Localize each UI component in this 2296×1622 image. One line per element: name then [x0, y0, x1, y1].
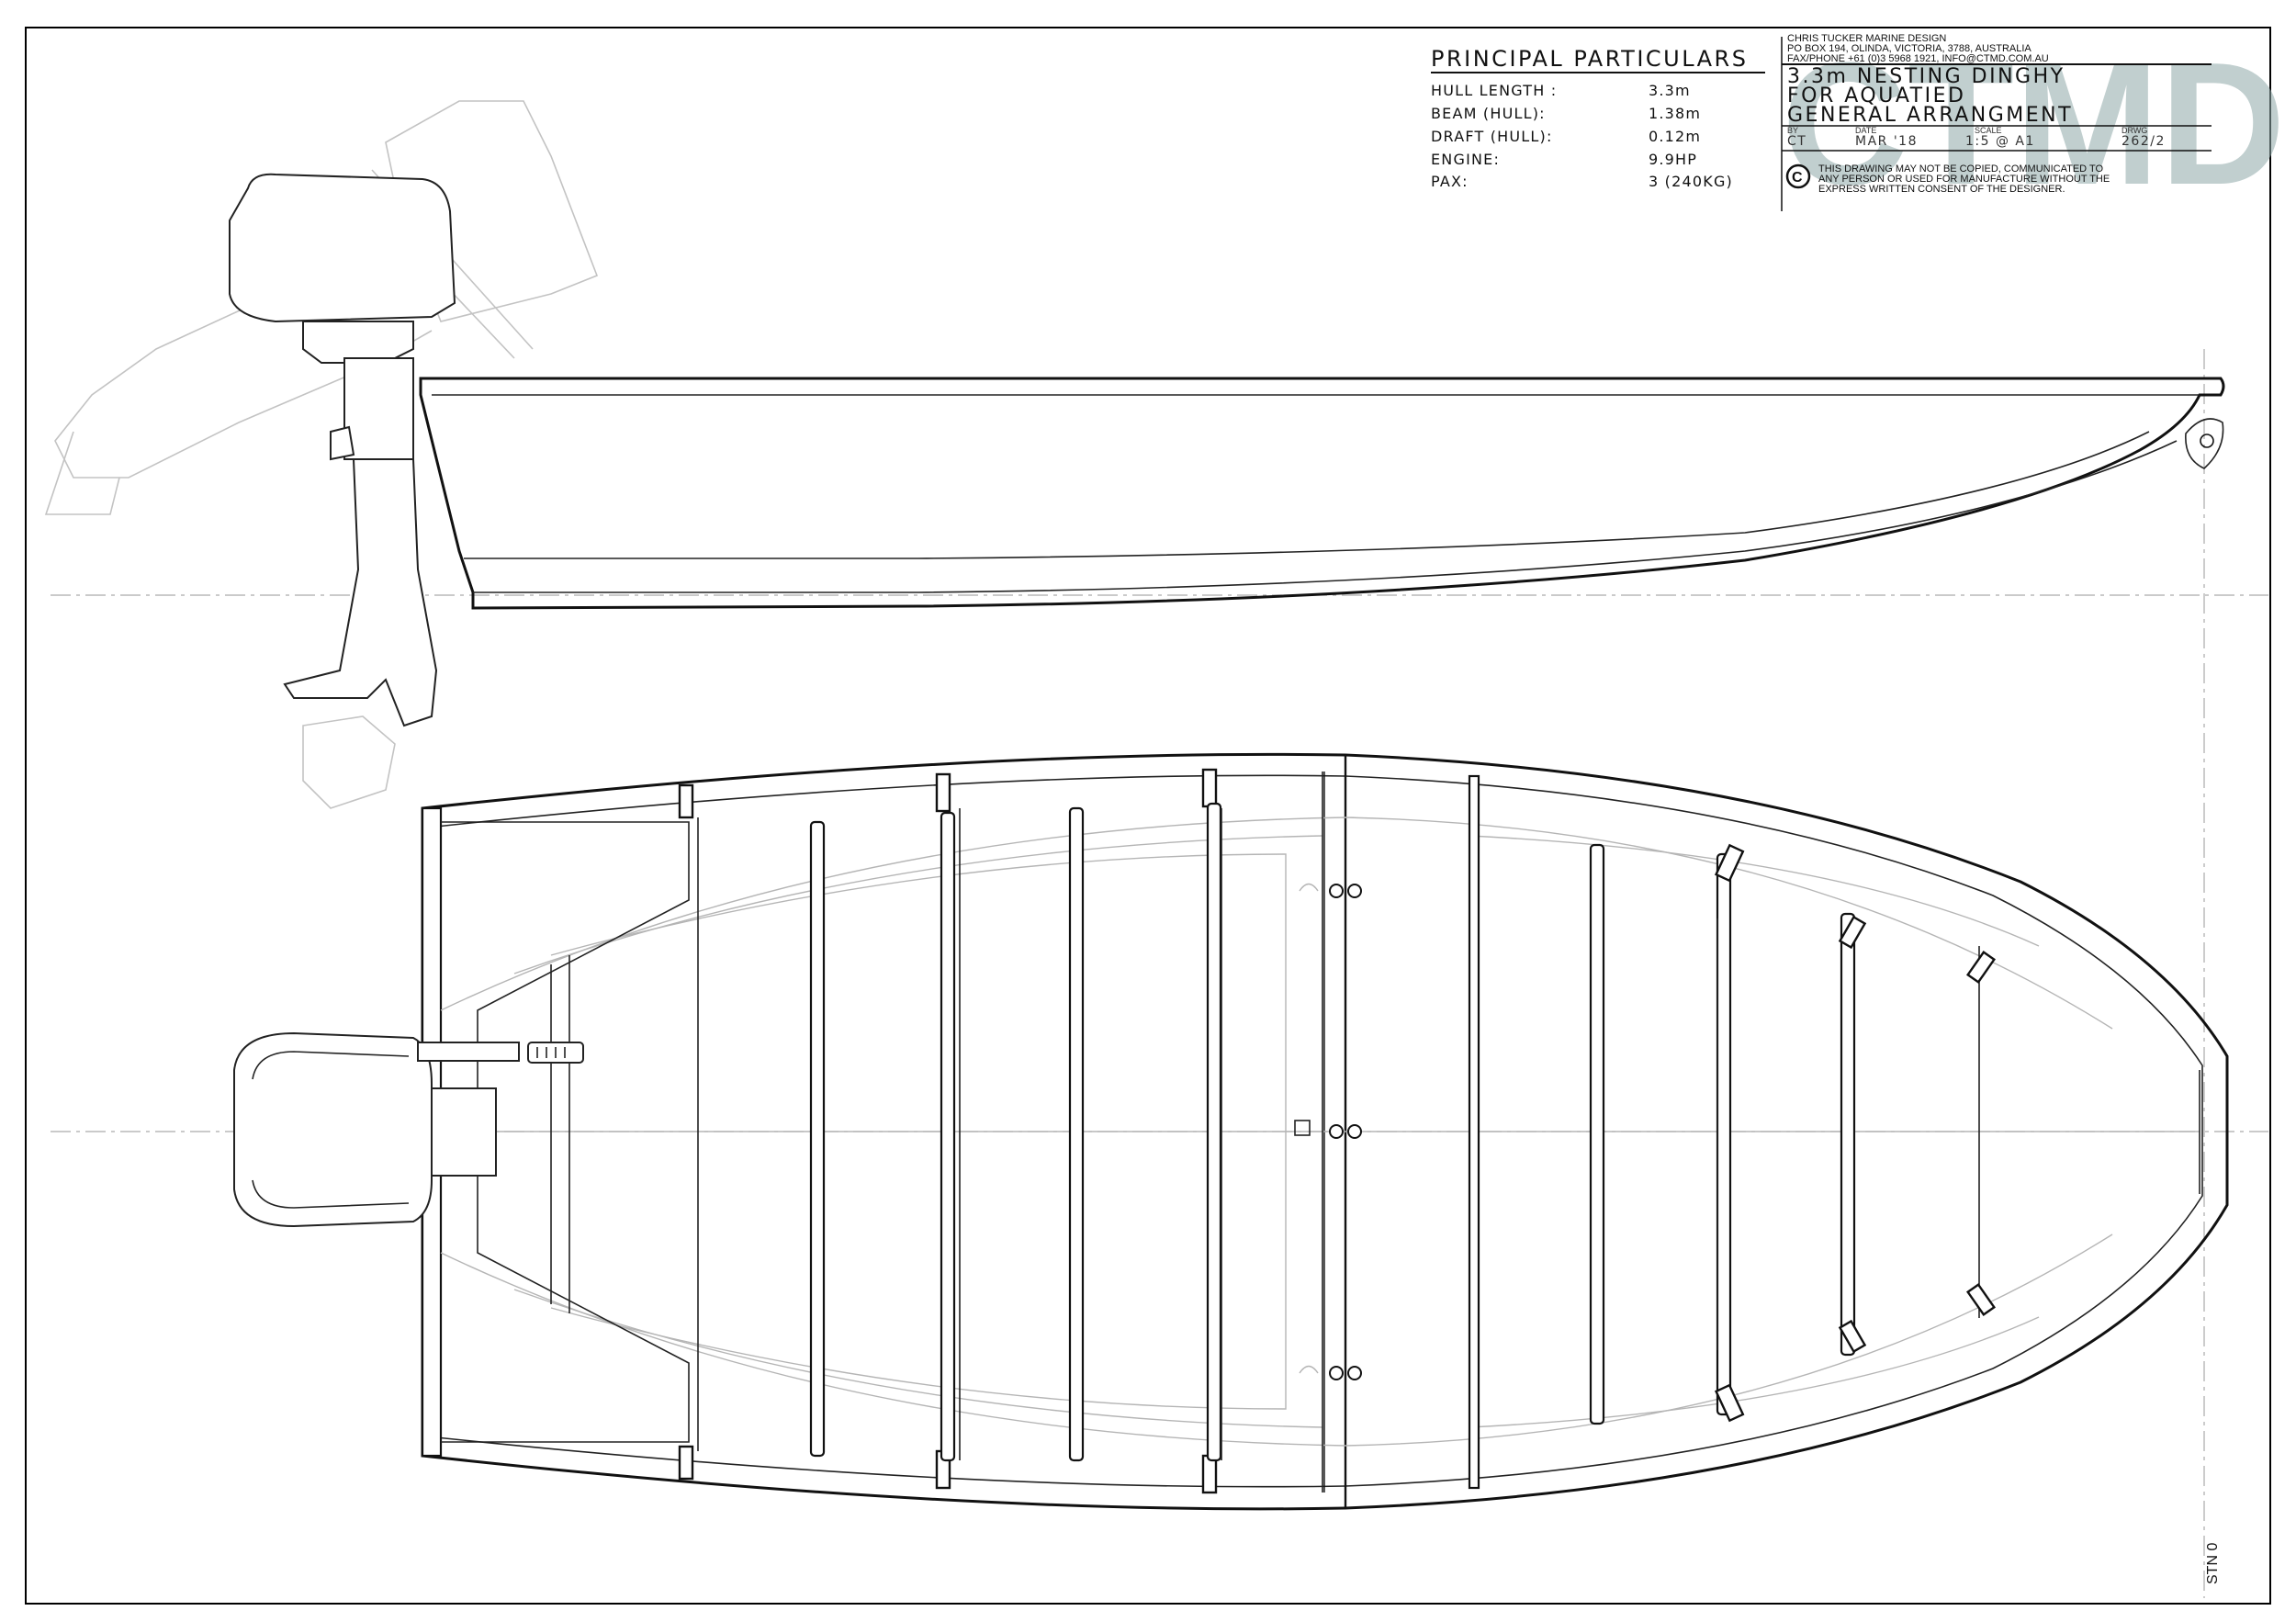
engine-cowling: [229, 173, 456, 323]
principal-particulars-title: PRINCIPAL PARTICULARS: [1431, 46, 1748, 72]
field-label: SCALE: [1975, 126, 2002, 135]
particular-value: 3.3m: [1649, 82, 1691, 99]
engine-midsection: [343, 357, 414, 460]
copyright-line: THIS DRAWING MAY NOT BE COPIED, COMMUNIC…: [1818, 163, 2104, 175]
floor-batten: [940, 811, 956, 1462]
particular-value: 9.9HP: [1649, 151, 1697, 168]
hull-side-outline: [419, 377, 2225, 610]
ctmd-watermark-logo: CTMD: [1782, 27, 2286, 221]
floor-batten: [1589, 843, 1605, 1425]
field-label: DATE: [1855, 126, 1876, 135]
drawing-title-line3: GENERAL ARRANGMENT: [1787, 104, 2073, 127]
tiller-base: [417, 1042, 520, 1062]
floor-batten: [1716, 852, 1732, 1416]
floor-batten: [809, 820, 826, 1458]
drawing-title-line1: 3.3m NESTING DINGHY: [1787, 65, 2065, 88]
drawing-title-line2: FOR AQUATIED: [1787, 84, 1965, 107]
outboard-engine-plan-icon: [233, 1031, 584, 1228]
field-value: MAR '18: [1855, 134, 1918, 149]
floor-batten: [1068, 806, 1085, 1462]
station-label: STN 0: [2205, 1543, 2221, 1584]
copyright-line: EXPRESS WRITTEN CONSENT OF THE DESIGNER.: [1818, 184, 2065, 195]
company-address: PO BOX 194, OLINDA, VICTORIA, 3788, AUST…: [1787, 43, 2032, 54]
company-contact: FAX/PHONE +61 (0)3 5968 1921, INFO@CTMD.…: [1787, 53, 2049, 64]
principal-particulars: PRINCIPAL PARTICULARS HULL LENGTH : 3.3m…: [1431, 46, 1765, 190]
particular-value: 3 (240KG): [1649, 173, 1733, 190]
particular-label: HULL LENGTH :: [1431, 82, 1557, 99]
keel-line: [473, 440, 2178, 593]
particular-value: 1.38m: [1649, 105, 1701, 122]
forward-seat-edge: [1468, 774, 1480, 1490]
bow-eye: [2185, 418, 2224, 469]
title-block: CTMD CHRIS TUCKER MARINE DESIGN PO BOX 1…: [1781, 27, 2286, 221]
frame-knee: [935, 772, 951, 813]
particular-value: 0.12m: [1649, 128, 1701, 145]
engine-cowling-plan: [233, 1031, 433, 1228]
hull-plan-outline: [421, 752, 2229, 1511]
field-value: 1:5 @ A1: [1965, 134, 2035, 149]
copyright-icon: C: [1785, 163, 1811, 189]
particular-label: ENGINE:: [1431, 151, 1500, 168]
company-name: CHRIS TUCKER MARINE DESIGN: [1787, 33, 1946, 44]
nesting-connectors: [1294, 883, 1362, 1380]
field-label: DRWG: [2122, 126, 2147, 135]
frame-knee: [1201, 768, 1218, 808]
engine-mount: [431, 1087, 497, 1177]
floor-batten: [1840, 912, 1856, 1357]
particular-label: DRAFT (HULL):: [1431, 128, 1553, 145]
field-value: 262/2: [2122, 134, 2166, 149]
particular-label: PAX:: [1431, 173, 1469, 190]
svg-text:C: C: [1792, 170, 1803, 186]
gunwale-inner: [435, 774, 2203, 1488]
profile-view: [44, 100, 2225, 809]
propeller: [302, 715, 396, 809]
floor-batten: [1206, 802, 1222, 1462]
sheet-border: [25, 27, 2271, 1605]
copyright-line: ANY PERSON OR USED FOR MANUFACTURE WITHO…: [1818, 174, 2110, 185]
particular-label: BEAM (HULL):: [1431, 105, 1546, 122]
field-value: CT: [1787, 134, 1806, 149]
engine-leg: [283, 458, 438, 727]
outboard-engine-icon: [229, 173, 456, 809]
chine-line: [464, 431, 2150, 559]
chine-curve: [440, 817, 2113, 1030]
plan-view: [233, 752, 2229, 1511]
field-label: BY: [1787, 126, 1798, 135]
frame-knee: [678, 783, 694, 819]
engine-clamp: [302, 321, 414, 364]
